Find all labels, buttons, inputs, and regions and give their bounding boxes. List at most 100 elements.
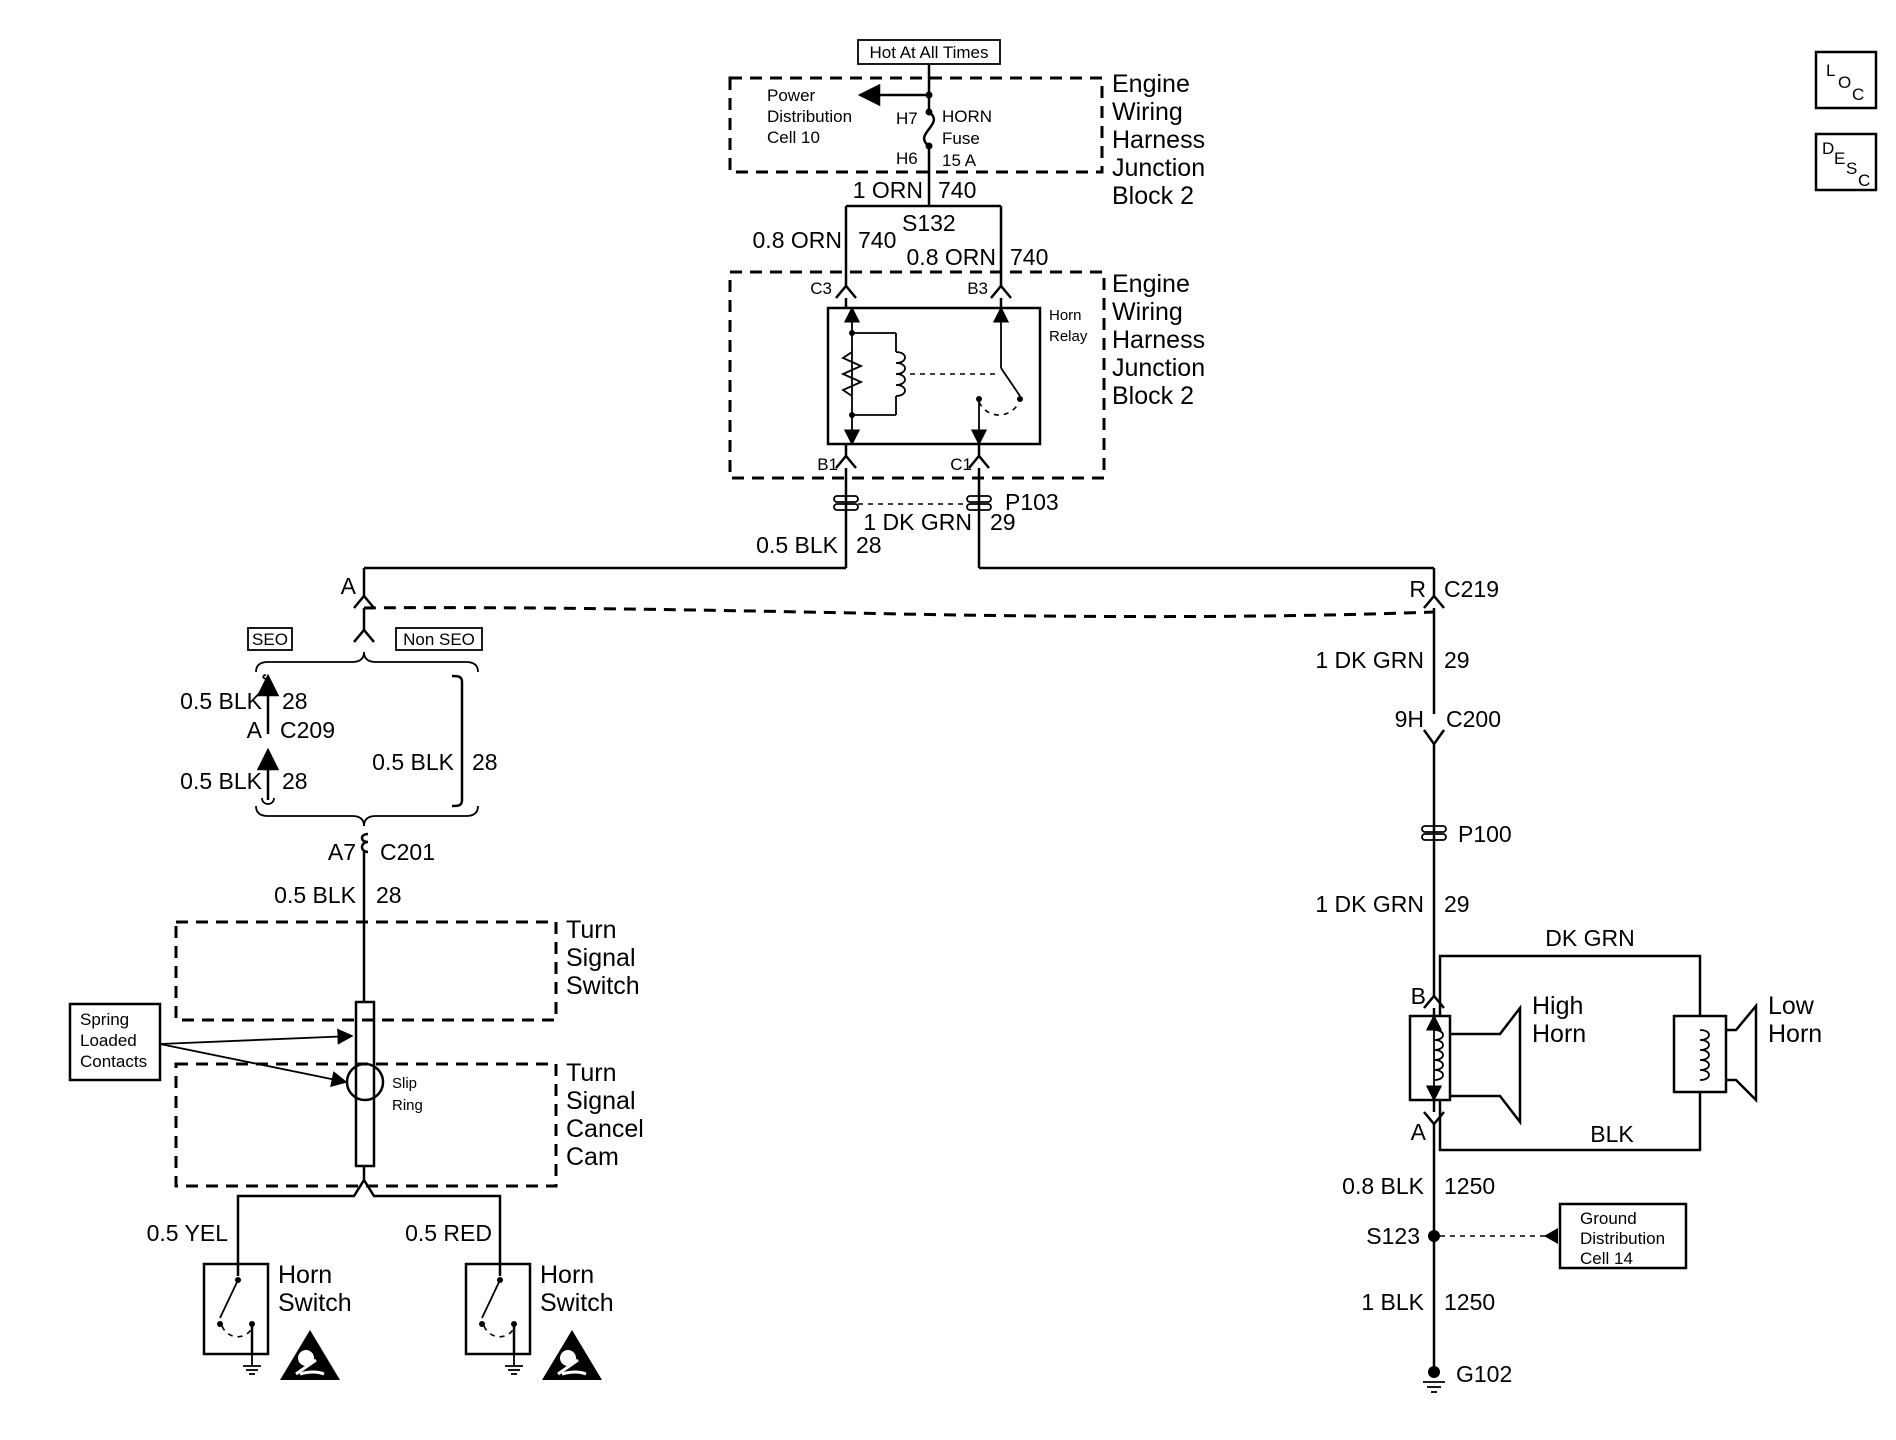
c201-pin: A7 bbox=[328, 839, 356, 865]
relay-junction-border bbox=[728, 270, 1106, 480]
horn-switch-left-1: Horn bbox=[278, 1261, 332, 1289]
low-horn-coil-icon bbox=[1699, 1029, 1710, 1081]
fuse-junction-block: Hot At All Times Power Distribution Cell… bbox=[728, 39, 1205, 210]
wire-right-orn-circuit: 740 bbox=[1010, 244, 1048, 270]
block-label-5: Block 2 bbox=[1112, 182, 1194, 210]
non-seo-wire-circuit: 28 bbox=[472, 749, 498, 775]
low-horn-1: Low bbox=[1768, 992, 1815, 1020]
airbag-warning-left-icon bbox=[280, 1330, 340, 1380]
connector-c219-a-icon bbox=[353, 594, 375, 609]
bridge-top-label: DK GRN bbox=[1545, 925, 1634, 951]
ground-wire-2: 1 BLK bbox=[1361, 1289, 1424, 1315]
pdc-label-1: Power bbox=[767, 86, 816, 105]
pin-b1: B1 bbox=[817, 455, 838, 474]
horn-wire-1-circuit: 29 bbox=[1444, 647, 1470, 673]
turn-signal-switch-2: Signal bbox=[566, 944, 636, 972]
spring-arrow-1-icon bbox=[159, 1028, 354, 1045]
horn-pin-b: B bbox=[1411, 983, 1426, 1009]
wire-dk-grn-29-circuit: 29 bbox=[990, 509, 1016, 535]
svg-text:E: E bbox=[1834, 149, 1845, 168]
relay-output-wires: P103 1 DK GRN 29 0.5 BLK 28 bbox=[362, 468, 1436, 596]
horn-relay-block: C3 B3 Horn Relay B1 C1 Engine Wiring H bbox=[728, 270, 1205, 480]
low-horn-2: Horn bbox=[1768, 1020, 1822, 1048]
cancel-cam-3: Cancel bbox=[566, 1115, 644, 1143]
resistor-icon bbox=[840, 351, 864, 397]
horn-relay-box bbox=[826, 306, 1042, 446]
wire-left-orn: 0.8 ORN bbox=[753, 227, 842, 253]
low-horn-icon bbox=[1726, 1002, 1758, 1104]
wire-right-orn: 0.8 ORN bbox=[907, 244, 996, 270]
svg-text:D: D bbox=[1822, 139, 1834, 158]
ground-dist-3: Cell 14 bbox=[1580, 1249, 1633, 1268]
seo-options: SEO Non SEO 0.5 BLK 28 A C209 0.5 BLK 28… bbox=[180, 627, 498, 827]
relay-block-label-3: Harness bbox=[1112, 326, 1205, 354]
c219-name: C219 bbox=[1444, 576, 1499, 602]
connector-p103-right-icon bbox=[966, 495, 992, 503]
horn-switch-left: Horn Switch bbox=[202, 1261, 352, 1380]
wire-1-orn: 1 ORN bbox=[853, 177, 923, 203]
seo-wire-bottom: 0.5 BLK bbox=[180, 768, 262, 794]
svg-text:L: L bbox=[1826, 61, 1835, 80]
location-icon[interactable]: L O C bbox=[1814, 50, 1878, 110]
wire-blk-28: 0.5 BLK bbox=[756, 532, 838, 558]
fuse-pin-h6: H6 bbox=[896, 149, 918, 168]
pin-b3: B3 bbox=[967, 279, 988, 298]
block-label-3: Harness bbox=[1112, 126, 1205, 154]
c201-name: C201 bbox=[380, 839, 435, 865]
c200-name: C200 bbox=[1446, 706, 1501, 732]
junction-block-top-border bbox=[728, 76, 1104, 174]
low-horn-box bbox=[1672, 1014, 1728, 1094]
relay-name-2: Relay bbox=[1049, 328, 1088, 345]
cancel-cam-2: Signal bbox=[566, 1087, 636, 1115]
connector-c3-icon bbox=[835, 284, 857, 299]
ground-dist-1: Ground bbox=[1580, 1209, 1637, 1228]
connector-b1-icon bbox=[835, 454, 857, 469]
description-icon[interactable]: D E S C bbox=[1814, 132, 1878, 192]
turn-signal-switch-3: Switch bbox=[566, 972, 640, 1000]
relay-block-label-2: Wiring bbox=[1112, 298, 1183, 326]
c219-dashed-link bbox=[363, 606, 1435, 619]
turn-signal-switch-1: Turn bbox=[566, 916, 616, 944]
horn-switch-right-box bbox=[464, 1262, 532, 1356]
slip-ring-1: Slip bbox=[392, 1075, 417, 1092]
wire-yel bbox=[236, 1179, 366, 1276]
option-top-brace bbox=[255, 651, 479, 673]
splice-s123: S123 bbox=[1366, 1223, 1420, 1249]
spring-contacts-3: Contacts bbox=[80, 1052, 147, 1071]
ground-dist-2: Distribution bbox=[1580, 1229, 1665, 1248]
horn-circuit: 1 DK GRN 29 9H C200 P100 1 DK GRN 29 B H… bbox=[1315, 647, 1822, 1393]
relay-name-1: Horn bbox=[1049, 307, 1082, 324]
wire-red bbox=[362, 1179, 502, 1276]
svg-text:O: O bbox=[1838, 73, 1851, 92]
ground-right-icon bbox=[505, 1354, 523, 1375]
non-seo-label: Non SEO bbox=[403, 630, 475, 649]
pdc-label-2: Distribution bbox=[767, 107, 852, 126]
slip-ring-2: Ring bbox=[392, 1097, 423, 1114]
connector-p103: P103 bbox=[1005, 489, 1059, 515]
high-horn-box bbox=[1408, 1014, 1452, 1102]
fuse-rating: 15 A bbox=[942, 151, 977, 170]
ground-dist-box bbox=[1558, 1202, 1688, 1270]
pdc-label-3: Cell 10 bbox=[767, 128, 820, 147]
steering-column: A7 C201 0.5 BLK 28 Turn Signal Switch Tu… bbox=[68, 832, 644, 1276]
relay-switch-icon bbox=[1000, 367, 1021, 397]
high-horn-icon bbox=[1450, 1004, 1522, 1126]
c209-name: C209 bbox=[280, 717, 335, 743]
block-label-2: Wiring bbox=[1112, 98, 1183, 126]
c200-pin: 9H bbox=[1395, 706, 1424, 732]
block-label-1: Engine bbox=[1112, 70, 1190, 98]
horn-switch-left-icon bbox=[219, 1279, 239, 1319]
svg-text:C: C bbox=[1852, 85, 1864, 104]
high-horn-coil-icon bbox=[1433, 1029, 1444, 1081]
connector-c201-icon bbox=[360, 832, 369, 854]
ground-wire-2-circuit: 1250 bbox=[1444, 1289, 1495, 1315]
seo-wire-bottom-circuit: 28 bbox=[282, 768, 308, 794]
turn-signal-switch-border bbox=[174, 920, 558, 1022]
block-label-4: Junction bbox=[1112, 154, 1205, 182]
bridge-top-wire bbox=[1438, 954, 1702, 1016]
ground-left-icon bbox=[243, 1354, 261, 1375]
horn-wire-2: 1 DK GRN bbox=[1315, 891, 1424, 917]
cancel-cam-border bbox=[174, 1062, 558, 1188]
c219-pin-a: A bbox=[341, 573, 357, 599]
